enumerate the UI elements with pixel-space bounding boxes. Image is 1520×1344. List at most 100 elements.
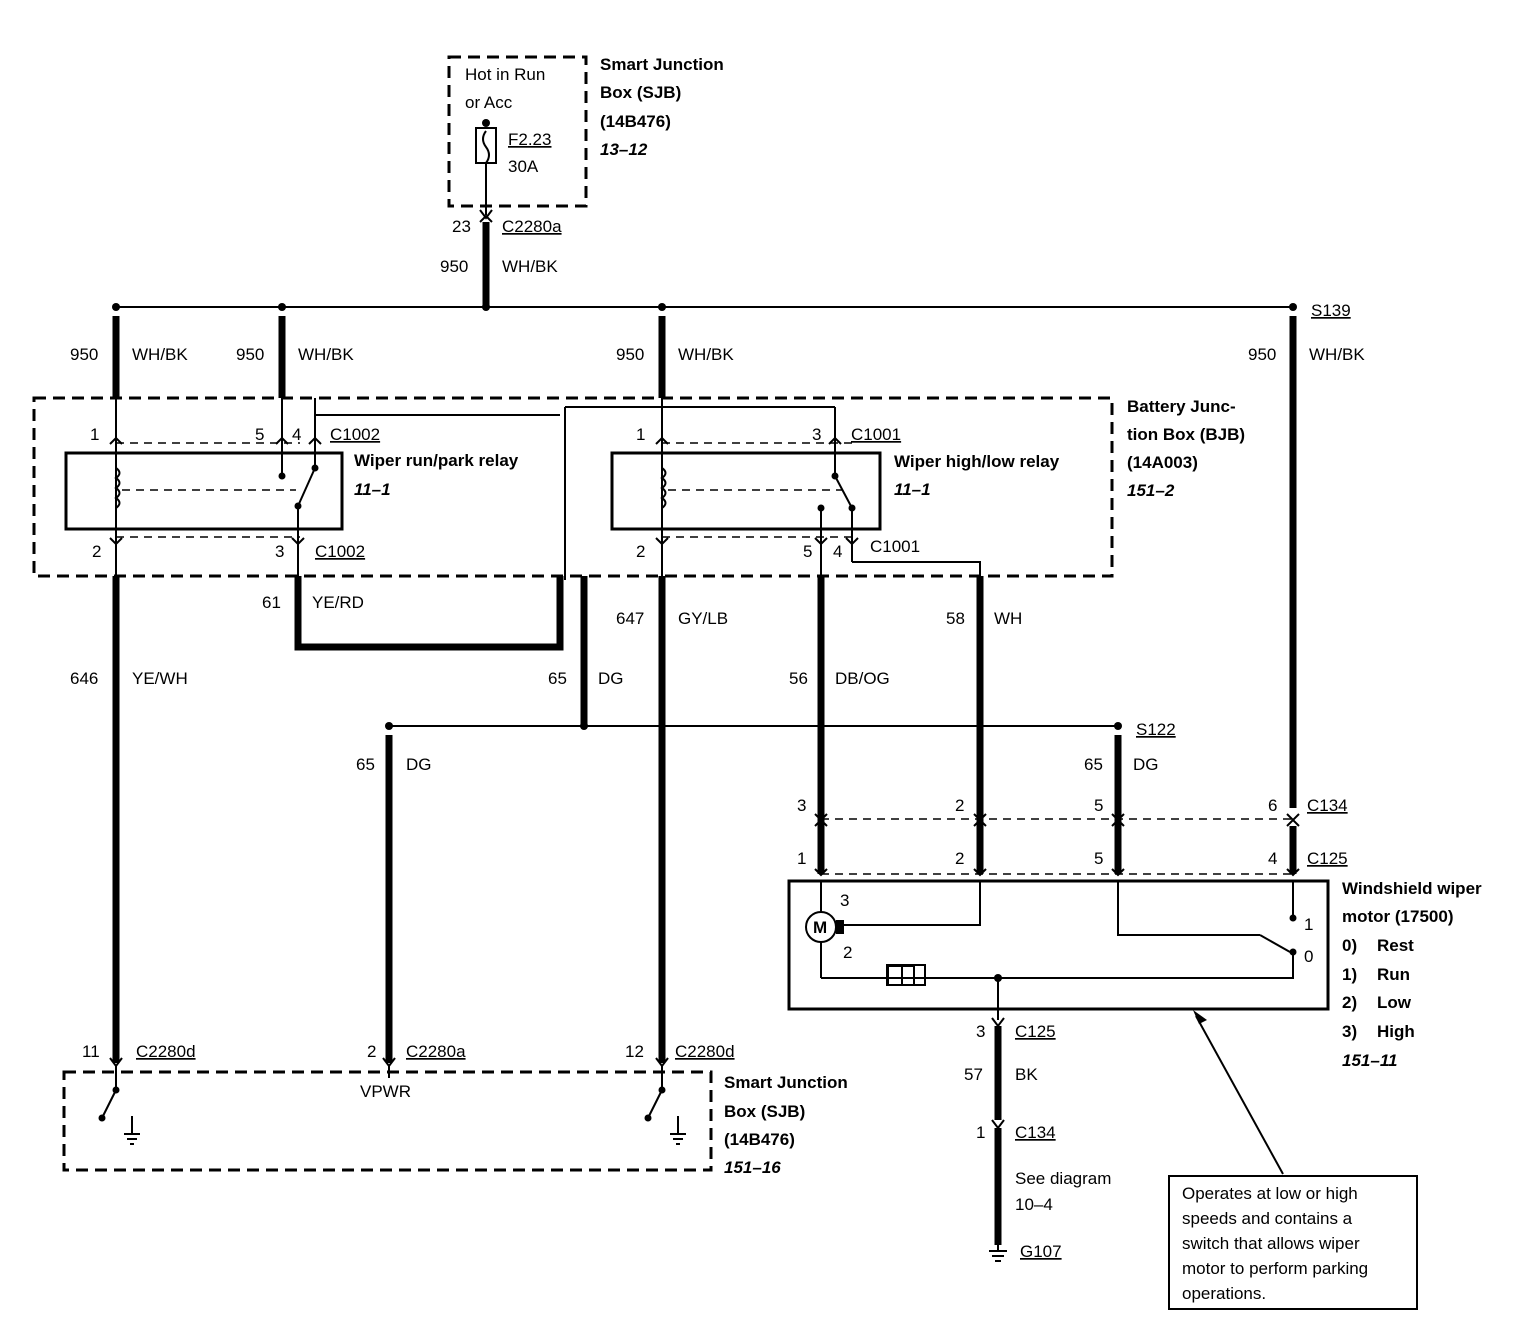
sjb-pin-2: 2 <box>367 1042 376 1061</box>
wire-61 <box>294 576 564 651</box>
w57-color: BK <box>1015 1065 1038 1084</box>
ground-icon <box>124 1133 140 1145</box>
see-diagram-2: 10–4 <box>1015 1195 1053 1214</box>
see-diagram-1: See diagram <box>1015 1169 1111 1188</box>
run-park-conn-top: C1002 <box>330 425 380 444</box>
circuit-breaker-icon <box>886 964 926 986</box>
c125-label: C125 <box>1307 849 1348 868</box>
run-park-pin-1: 1 <box>90 425 99 444</box>
run-park-pin-3: 3 <box>275 542 284 561</box>
w65c-circuit: 65 <box>1084 755 1103 774</box>
w65c-color: DG <box>1133 755 1159 774</box>
ground-path: 3 C125 57 BK 1 C134 See diagram 10–4 G10… <box>964 978 1111 1262</box>
ground-icon <box>989 1250 1007 1262</box>
high-low-pin-2: 2 <box>636 542 645 561</box>
sjb-bottom-part: (14B476) <box>724 1130 795 1149</box>
callout-arrow <box>1195 1015 1284 1175</box>
branch-1-color: WH/BK <box>132 345 188 364</box>
fuse-rating: 30A <box>508 157 539 176</box>
mode-3-num: 3) <box>1342 1022 1357 1041</box>
splice-s139 <box>1289 303 1297 311</box>
w56-circuit: 56 <box>789 669 808 688</box>
run-park-pin-5: 5 <box>255 425 264 444</box>
w65a-circuit: 65 <box>548 669 567 688</box>
relay-high-low: 1 3 C1001 Wiper high/low relay 11–1 2 5 … <box>565 398 1060 580</box>
motor-ref: 151–11 <box>1342 1051 1397 1070</box>
sjb-bottom-name-2: Box (SJB) <box>724 1102 805 1121</box>
motor-switch-0: 0 <box>1304 947 1313 966</box>
top-feed-circuit: 950 <box>440 257 468 276</box>
splice-mid-label: S122 <box>1136 720 1176 739</box>
run-park-name: Wiper run/park relay <box>354 451 519 470</box>
w647-circuit: 647 <box>616 609 644 628</box>
c134-pin-2: 2 <box>955 796 964 815</box>
splice-s122 <box>1114 722 1122 730</box>
motor-switch-1: 1 <box>1304 915 1313 934</box>
branch-2-circuit: 950 <box>236 345 264 364</box>
w65a-color: DG <box>598 669 624 688</box>
power-label-1: Hot in Run <box>465 65 545 84</box>
switch-icon <box>101 1089 117 1119</box>
ground-label: G107 <box>1020 1242 1062 1261</box>
top-feed-connector: C2280a <box>502 217 562 236</box>
sjb-conn-2: C2280a <box>406 1042 466 1061</box>
motor-symbol: M <box>813 918 827 937</box>
c134-pin-6: 6 <box>1268 796 1277 815</box>
high-low-conn-bottom: C1001 <box>870 537 920 556</box>
bjb-ref: 151–2 <box>1127 481 1175 500</box>
callout-note: Operates at low or high speeds and conta… <box>1168 1175 1418 1310</box>
c125-pin-2: 2 <box>955 849 964 868</box>
w61-circuit: 61 <box>262 593 281 612</box>
gnd-c125: C125 <box>1015 1022 1056 1041</box>
branch-3-color: WH/BK <box>678 345 734 364</box>
splice-top-label: S139 <box>1311 301 1351 320</box>
run-park-ref: 11–1 <box>354 480 391 499</box>
sjb-top-part: (14B476) <box>600 112 671 131</box>
bjb-name-2: tion Box (BJB) <box>1127 425 1245 444</box>
c134-label: C134 <box>1307 796 1348 815</box>
w646-color: YE/WH <box>132 669 188 688</box>
switch-contact <box>297 467 316 507</box>
high-low-pin-1: 1 <box>636 425 645 444</box>
coil-icon <box>114 467 121 509</box>
c125-pin-5: 5 <box>1094 849 1103 868</box>
branch-4-color: WH/BK <box>1309 345 1365 364</box>
gnd-pin-c125: 3 <box>976 1022 985 1041</box>
high-low-pin-4: 4 <box>833 542 842 561</box>
high-low-ref: 11–1 <box>894 480 931 499</box>
switch-contact <box>834 475 853 509</box>
w647-color: GY/LB <box>678 609 728 628</box>
top-feed-pin: 23 <box>452 217 471 236</box>
mode-1-num: 1) <box>1342 965 1357 984</box>
sjb-top-name-2: Box (SJB) <box>600 83 681 102</box>
mode-0-label: Rest <box>1377 936 1414 955</box>
high-low-conn-top: C1001 <box>851 425 901 444</box>
bjb-part: (14A003) <box>1127 453 1198 472</box>
sjb-top: Hot in Run or Acc F2.23 30A Smart Juncti… <box>447 55 724 215</box>
w56-color: DB/OG <box>835 669 890 688</box>
mode-0-num: 0) <box>1342 936 1357 955</box>
high-low-name: Wiper high/low relay <box>894 452 1060 471</box>
branch-2-color: WH/BK <box>298 345 354 364</box>
high-low-pin-5: 5 <box>803 542 812 561</box>
w61-color: YE/RD <box>312 593 364 612</box>
sjb-top-ref: 13–12 <box>600 140 648 159</box>
sjb-bottom-ref: 151–16 <box>724 1158 781 1177</box>
sjb-bottom: 11 C2280d 2 C2280a 12 C2280d VPWR Smart … <box>62 1042 848 1177</box>
w57-circuit: 57 <box>964 1065 983 1084</box>
w65b-color: DG <box>406 755 432 774</box>
run-park-pin-4: 4 <box>292 425 301 444</box>
motor-term-2: 2 <box>843 943 852 962</box>
mode-2-label: Low <box>1377 993 1412 1012</box>
w646-circuit: 646 <box>70 669 98 688</box>
c134-pin-5: 5 <box>1094 796 1103 815</box>
power-label-2: or Acc <box>465 93 513 112</box>
ground-icon <box>670 1133 686 1145</box>
w58-circuit: 58 <box>946 609 965 628</box>
relay-run-park: 1 5 4 C1002 Wiper run/park relay 11–1 2 … <box>64 398 560 580</box>
vpwr-label: VPWR <box>360 1082 411 1101</box>
fuse-id: F2.23 <box>508 130 551 149</box>
top-feed: 23 C2280a 950 WH/BK <box>440 209 562 306</box>
gnd-c134: C134 <box>1015 1123 1056 1142</box>
